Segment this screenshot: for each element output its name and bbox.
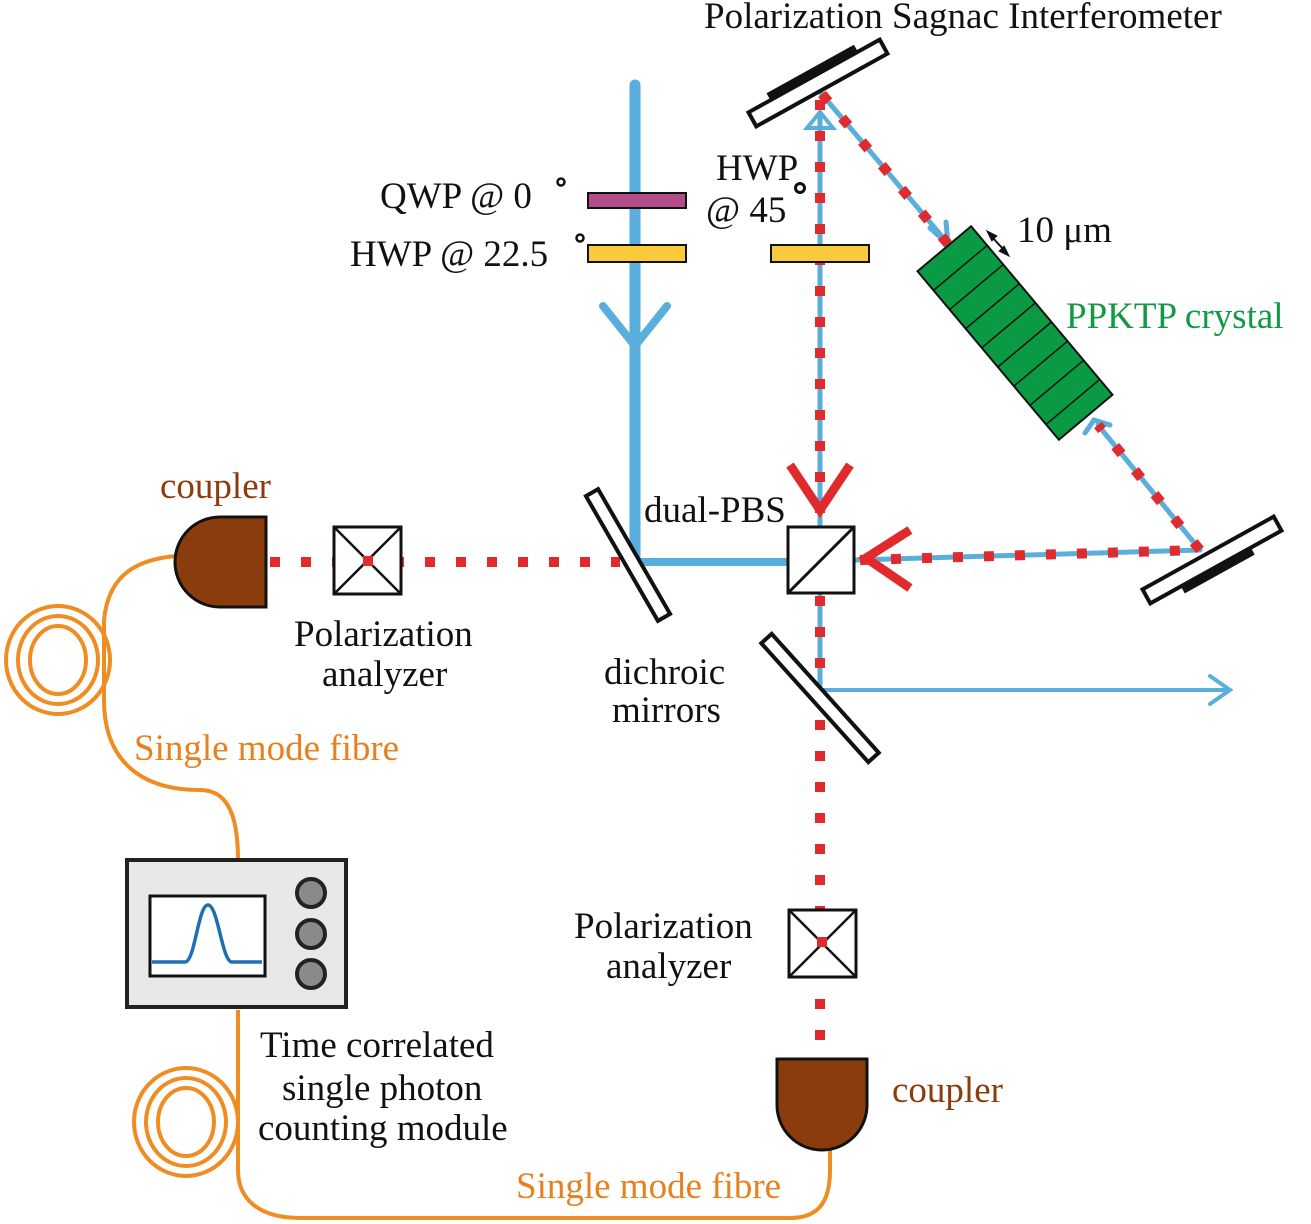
photon-paths: [270, 90, 1204, 1055]
dichroic-mirror-lower: [758, 631, 882, 765]
tcspc-label-line1: Time correlated: [260, 1025, 494, 1066]
hwp-45-label-line2: @ 45: [706, 190, 786, 231]
tcspc-module: [125, 858, 348, 1009]
thickness-marker: [985, 229, 1011, 258]
qwp-label: QWP @ 0: [380, 176, 532, 217]
dual-pbs-cube: [786, 525, 856, 595]
tcspc-screen: [148, 894, 267, 978]
analyzer-left-label-line2: analyzer: [322, 654, 447, 695]
tcspc-knob-2: [295, 918, 327, 950]
tcspc-knob-1: [295, 877, 327, 909]
fibre-bottom-label: Single mode fibre: [516, 1166, 781, 1207]
polarization-analyzer-bottom: [787, 908, 858, 979]
fibre-top-label: Single mode fibre: [134, 728, 399, 769]
title-label: Polarization Sagnac Interferometer: [704, 0, 1222, 37]
dichroic-label-line2: mirrors: [612, 690, 721, 731]
hwp-45-plate: [770, 244, 870, 263]
mirror-right: [1139, 513, 1285, 607]
hwp-22-5-label: HWP @ 22.5: [350, 234, 548, 275]
dichroic-mirror-upper: [583, 486, 673, 624]
coupler-bottom: [775, 1057, 869, 1152]
tcspc-label-line3: counting module: [258, 1108, 508, 1149]
analyzer-bottom-label-line2: analyzer: [606, 946, 731, 987]
hwp-45-degree-mark: [794, 182, 806, 194]
crystal-label: PPKTP crystal: [1066, 296, 1284, 337]
tcspc-knob-3: [295, 958, 327, 990]
coupler-left: [173, 515, 268, 609]
analyzer-left-label-line1: Polarization: [294, 614, 473, 655]
qwp-degree-mark: [556, 177, 566, 187]
thickness-label: 10 μm: [1017, 210, 1112, 251]
qwp-0-plate: [587, 192, 687, 209]
dual-pbs-label: dual-PBS: [644, 490, 786, 531]
mirror-top: [745, 36, 891, 130]
photon-direction-arrows: [786, 462, 913, 592]
hwp-22-5-degree-mark: [575, 233, 585, 243]
hwp-45-label-line1: HWP: [716, 148, 798, 189]
tcspc-label-line2: single photon: [282, 1068, 482, 1109]
analyzer-bottom-label-line1: Polarization: [574, 906, 753, 947]
dichroic-label-line1: dichroic: [604, 652, 725, 693]
polarization-analyzer-left: [332, 525, 403, 596]
hwp-22-5-plate: [587, 244, 687, 263]
tcspc-trace: [152, 903, 262, 964]
ppktp-crystal: [916, 224, 1114, 442]
pump-beam: [599, 79, 1234, 706]
coupler-left-label: coupler: [160, 466, 271, 507]
fibre-left: [4, 554, 832, 1220]
coupler-bottom-label: coupler: [892, 1070, 1003, 1111]
